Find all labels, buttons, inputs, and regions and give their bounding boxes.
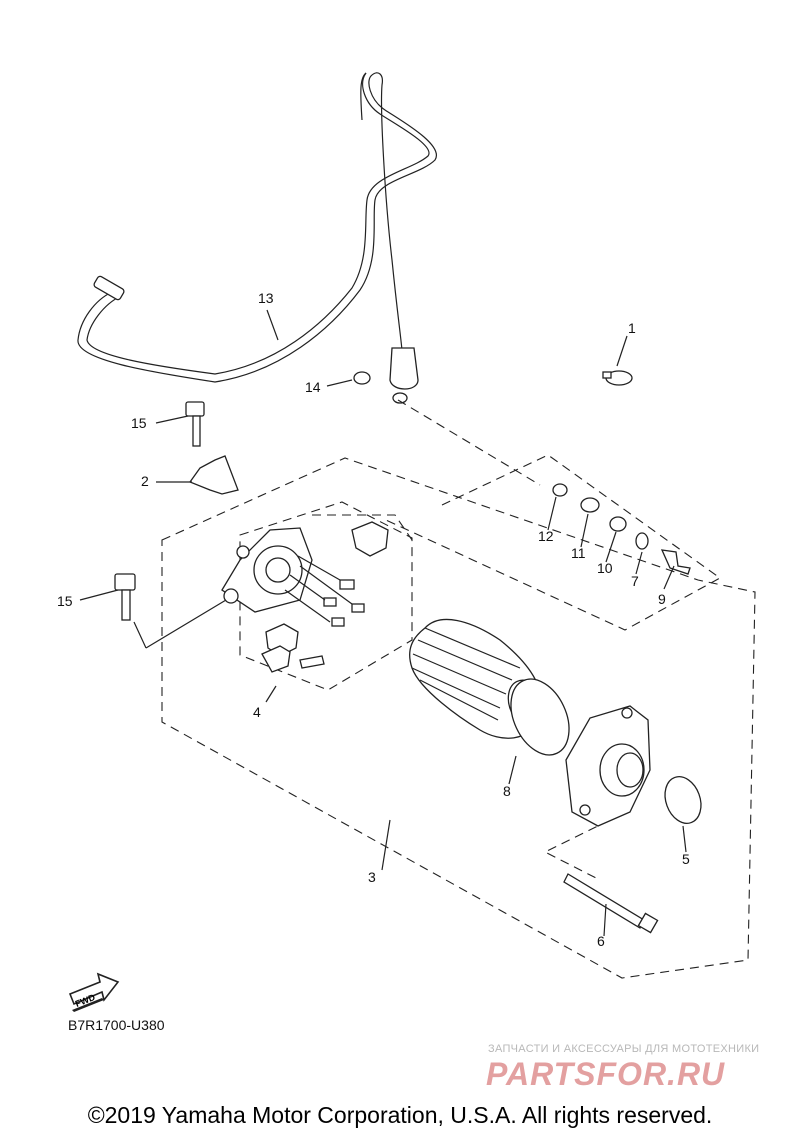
brush-holder-group-4 — [239, 501, 413, 691]
callout-14: 14 — [305, 379, 321, 395]
watermark-tagline: ЗАПЧАСТИ И АКСЕССУАРЫ ДЛЯ МОТОТЕХНИКИ — [488, 1043, 760, 1055]
front-cover-part — [565, 705, 651, 827]
leader-6-line — [543, 819, 611, 881]
leader-14-line — [397, 399, 541, 486]
callout-15-lower: 15 — [57, 593, 73, 609]
callout-12: 12 — [538, 528, 554, 544]
long-bolt-part — [563, 873, 659, 934]
watermark-logo: PARTSFOR.RU — [486, 1056, 726, 1092]
copyright-notice: ©2019 Yamaha Motor Corporation, U.S.A. A… — [87, 1102, 713, 1128]
assembly-3-boundary — [161, 457, 756, 979]
rear-cover-part — [221, 527, 313, 613]
callout-8: 8 — [503, 783, 511, 799]
o-ring-part — [664, 776, 702, 824]
washer-part — [353, 371, 371, 385]
cover-group — [312, 514, 413, 541]
forward-direction-arrow: FWD — [68, 972, 120, 1012]
callout-11: 11 — [571, 545, 586, 561]
callout-9: 9 — [658, 591, 666, 607]
bolt-part-upper — [185, 401, 205, 447]
callout-10: 10 — [597, 560, 613, 576]
bracket-part — [188, 455, 239, 495]
washer-group-boundary — [385, 454, 722, 631]
bolt-part-lower — [114, 573, 136, 621]
hose-clamp-part — [602, 370, 633, 386]
callout-15-upper: 15 — [131, 415, 147, 431]
washer-stack-parts — [552, 483, 691, 575]
callout-5: 5 — [682, 851, 690, 867]
leader-lines — [79, 309, 687, 937]
callout-1: 1 — [628, 320, 636, 336]
brush-parts — [261, 521, 389, 673]
callout-7: 7 — [631, 573, 639, 589]
callout-4: 4 — [253, 704, 261, 720]
diagram-code: B7R1700-U380 — [68, 1017, 165, 1033]
o-ring-part — [510, 678, 570, 756]
starter-cable — [77, 72, 438, 404]
callout-6: 6 — [597, 933, 605, 949]
callout-3: 3 — [368, 869, 376, 885]
callout-13: 13 — [258, 290, 274, 306]
callout-2: 2 — [141, 473, 149, 489]
